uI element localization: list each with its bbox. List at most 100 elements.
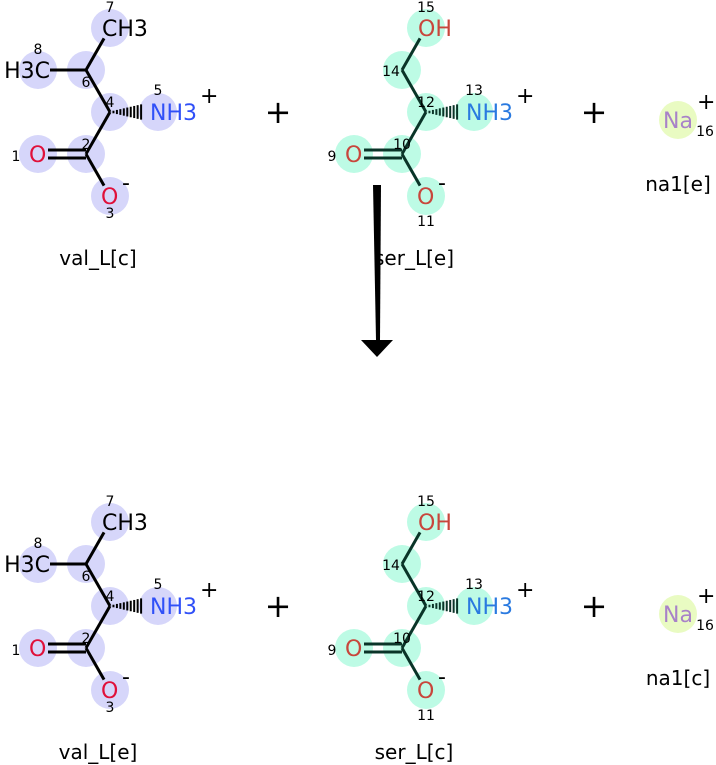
atom-label-7: CH3 [102,511,148,536]
atom-index-5: 5 [154,83,163,99]
atom-label-11: O [417,679,434,704]
single-bond [84,111,112,155]
single-bond [84,531,106,565]
single-bond [84,563,112,607]
val-name: val_L[c] [59,246,136,270]
single-bond [400,647,422,681]
single-bond [400,69,428,113]
atom-index-13: 13 [465,83,483,99]
charge-sign: + [200,578,218,603]
single-bond [400,37,422,71]
atom-highlight [407,9,445,47]
atom-index-2: 2 [82,137,91,153]
atom-highlight [407,177,445,215]
charge-sign: + [200,84,218,109]
atom-index-12: 12 [417,589,435,605]
atom-highlight [659,595,697,633]
atom-highlight [659,101,697,139]
atom-label-5: NH3 [150,101,197,126]
atom-index-15: 15 [417,0,435,16]
atom-label-na: Na [663,603,693,628]
atom-index-9: 9 [328,149,337,165]
reaction-arrow [361,185,393,357]
na-name: na1[c] [646,666,710,690]
atom-index-5: 5 [154,577,163,593]
atom-label-9: O [345,637,362,662]
atom-index-4: 4 [106,589,115,605]
charge-sign: - [438,171,446,196]
single-bond [400,605,428,649]
single-bond [84,647,106,681]
atom-label-8: H3C [4,59,50,84]
atom-index-16: 16 [696,618,714,634]
atom-index-14: 14 [382,64,400,80]
atom-highlight [19,135,57,173]
atom-index-11: 11 [417,708,435,724]
single-bond [400,563,428,607]
atom-label-9: O [345,143,362,168]
atom-index-4: 4 [106,95,115,111]
ser-name: ser_L[c] [375,740,454,764]
atom-index-10: 10 [393,631,411,647]
atom-index-8: 8 [34,42,43,58]
atom-index-8: 8 [34,536,43,552]
charge-sign: + [516,84,534,109]
val-name: val_L[e] [59,740,138,764]
atom-label-5: NH3 [150,595,197,620]
atom-index-6: 6 [82,569,91,585]
atom-label-15: OH [418,17,452,42]
atom-highlight [91,671,129,709]
single-bond [84,153,106,187]
atom-index-14: 14 [382,558,400,574]
atom-label-1: O [29,143,46,168]
single-bond [84,37,106,71]
single-bond [400,153,422,187]
atom-label-3: O [101,679,118,704]
atom-highlight [19,629,57,667]
atom-index-13: 13 [465,577,483,593]
charge-sign: - [122,171,130,196]
atom-highlight [335,135,373,173]
atom-index-2: 2 [82,631,91,647]
plus-sign: + [265,93,292,131]
atom-label-1: O [29,637,46,662]
atom-highlight [455,587,493,625]
plus-sign: + [265,587,292,625]
atom-index-15: 15 [417,494,435,510]
atom-highlight [455,93,493,131]
atom-label-11: O [417,185,434,210]
ser-name: ser_L[e] [374,246,454,270]
atom-highlight [91,9,129,47]
atom-index-12: 12 [417,95,435,111]
atom-index-1: 1 [12,149,21,165]
atom-highlight [91,177,129,215]
atom-highlight [139,587,177,625]
atom-label-na: Na [663,109,693,134]
atom-highlight [335,629,373,667]
single-bond [84,69,112,113]
plus-sign: + [581,587,608,625]
atom-index-6: 6 [82,75,91,91]
atom-highlight [19,545,57,583]
atom-highlight [91,503,129,541]
atom-label-15: OH [418,511,452,536]
atom-label-8: H3C [4,553,50,578]
atom-highlight [19,51,57,89]
atom-highlight [139,93,177,131]
single-bond [400,111,428,155]
charge-sign: - [438,665,446,690]
atom-index-3: 3 [106,206,115,222]
atom-label-3: O [101,185,118,210]
atom-label-13: NH3 [466,101,513,126]
charge-sign: + [697,90,715,115]
charge-sign: + [697,584,715,609]
single-bond [84,605,112,649]
plus-sign: + [581,93,608,131]
atom-index-11: 11 [417,214,435,230]
atom-index-1: 1 [12,643,21,659]
